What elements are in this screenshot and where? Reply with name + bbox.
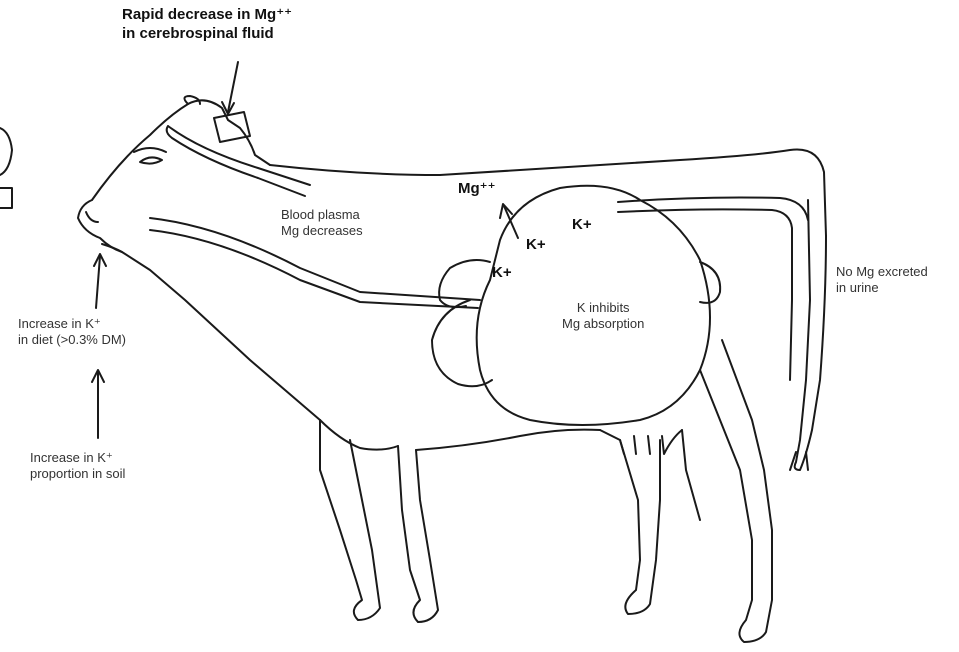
mg-arrow-line	[504, 206, 518, 238]
soil-label: Increase in K⁺ proportion in soil	[30, 450, 125, 483]
cow-eye	[140, 157, 162, 163]
csf-label: Rapid decrease in Mg⁺⁺ in cerebrospinal …	[122, 6, 292, 44]
plasma-label-line1: Blood plasma	[281, 207, 363, 223]
diet-arrow-line	[96, 256, 100, 308]
mg-ion-label: Mg⁺⁺	[458, 180, 496, 199]
diet-label: Increase in K⁺ in diet (>0.3% DM)	[18, 316, 126, 349]
soil-label-line1: Increase in K⁺	[30, 450, 125, 466]
diet-label-line2: in diet (>0.3% DM)	[18, 332, 126, 348]
cow-mouth	[86, 212, 122, 252]
cropped-fragment-bar	[0, 188, 12, 208]
cow-tail	[795, 200, 826, 470]
rumen-label-line1: K inhibits	[562, 300, 644, 316]
k-ion-label-2: K+	[526, 236, 546, 255]
urine-label: No Mg excreted in urine	[836, 264, 928, 297]
cow-udder	[600, 430, 682, 454]
hind-inner-line	[682, 430, 700, 520]
omasum-outline	[432, 300, 492, 386]
soil-label-line2: proportion in soil	[30, 466, 125, 482]
blood-vessel-to-tail	[618, 198, 808, 381]
urine-label-line2: in urine	[836, 280, 928, 296]
rumen-label: K inhibits Mg absorption	[562, 300, 644, 333]
plasma-label: Blood plasma Mg decreases	[281, 207, 363, 240]
cropped-fragment-arc	[0, 128, 12, 175]
hind-leg-left	[620, 440, 660, 614]
urine-label-line1: No Mg excreted	[836, 264, 928, 280]
csf-label-line2: in cerebrospinal fluid	[122, 25, 292, 44]
hind-leg-right	[700, 340, 772, 642]
k-ion-label-3: K+	[492, 264, 512, 283]
csf-duct	[167, 126, 310, 196]
rumen-label-line2: Mg absorption	[562, 316, 644, 332]
k-ion-label-1: K+	[572, 216, 592, 235]
cow-tail-tuft	[790, 452, 808, 470]
csf-label-line1: Rapid decrease in Mg⁺⁺	[122, 6, 292, 25]
cow-belly	[416, 430, 600, 450]
cow-chest	[320, 420, 398, 450]
front-leg-right	[398, 446, 438, 622]
plasma-label-line2: Mg decreases	[281, 223, 363, 239]
cow-brow	[134, 148, 166, 152]
brain-box	[214, 112, 250, 142]
diet-label-line1: Increase in K⁺	[18, 316, 126, 332]
